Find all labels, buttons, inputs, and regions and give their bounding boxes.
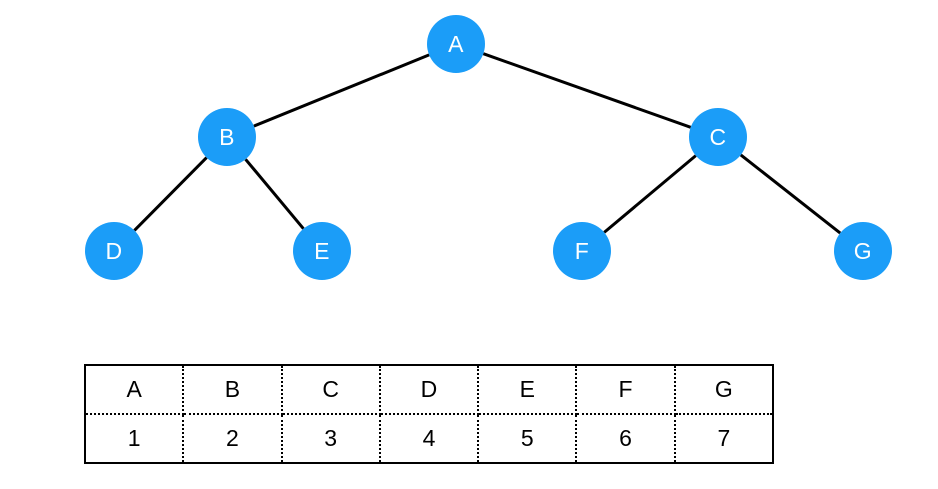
- table-value-cell: 6: [576, 414, 676, 463]
- tree-node-label-e: E: [314, 237, 330, 264]
- table-header-cell: C: [281, 365, 381, 415]
- tree-node-label-c: C: [709, 123, 727, 150]
- binary-tree-diagram: A B C D E F G: [85, 15, 892, 280]
- table-header-cell: D: [379, 365, 480, 415]
- tree-node-label-d: D: [105, 237, 123, 264]
- tree-edge-layer: [133, 52, 842, 235]
- table-value-cell: 3: [281, 414, 381, 463]
- table-header-cell: A: [85, 365, 185, 415]
- tree-node-label-g: G: [853, 237, 873, 264]
- table-row-values: 1 2 3 4 5 6 7: [85, 414, 773, 463]
- tree-node-c[interactable]: C: [689, 108, 747, 166]
- tree-edge-a-c: [482, 52, 692, 129]
- tree-node-a[interactable]: A: [427, 15, 485, 73]
- tree-node-g[interactable]: G: [834, 222, 892, 280]
- table-header-cell: E: [478, 365, 578, 415]
- table-value-cell: 2: [183, 414, 283, 463]
- table-row-header: A B C D E F G: [85, 365, 773, 415]
- table-value-cell: 4: [379, 414, 480, 463]
- table-value-cell: 7: [717, 425, 731, 451]
- tree-edge-b-d: [133, 156, 208, 232]
- table-header-cell: B: [183, 365, 283, 415]
- tree-node-label-a: A: [448, 30, 464, 57]
- tree-node-label-b: B: [219, 123, 235, 150]
- table-header-cell: G: [674, 365, 773, 415]
- node-index-table: A B C D E F G 1 2 3 4 5 6 7: [84, 364, 774, 464]
- table-value-cell: 5: [478, 414, 578, 463]
- tree-edge-a-b: [253, 53, 430, 128]
- mapping-table: A B C D E F G 1 2 3 4 5 6 7: [84, 364, 774, 464]
- tree-node-d[interactable]: D: [85, 222, 143, 280]
- tree-node-e[interactable]: E: [293, 222, 351, 280]
- tree-edge-c-g: [739, 153, 842, 235]
- tree-node-b[interactable]: B: [198, 108, 256, 166]
- table-value-cell: 1: [85, 414, 185, 463]
- tree-edge-b-e: [244, 158, 305, 230]
- tree-node-f[interactable]: F: [553, 222, 611, 280]
- tree-node-label-f: F: [574, 237, 590, 264]
- table-header-cell: F: [576, 365, 676, 415]
- tree-edge-c-f: [603, 154, 697, 234]
